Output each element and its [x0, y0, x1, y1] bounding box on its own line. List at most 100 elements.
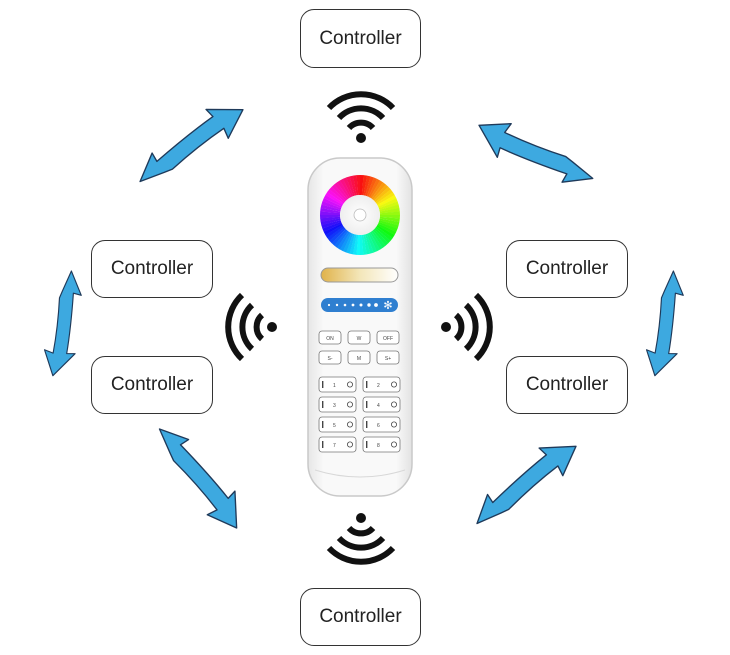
color-wheel-segment	[368, 178, 381, 198]
color-wheel-segment	[379, 218, 400, 226]
color-wheel-segment	[376, 192, 395, 206]
remote-button-speed-up-label: S+	[385, 356, 391, 362]
color-wheel-segment	[359, 234, 364, 255]
brightness-slider-icon[interactable]: ✻	[321, 298, 398, 312]
zone-button-label: 7	[333, 443, 336, 449]
remote-button-off-label: OFF	[383, 336, 393, 342]
zone-button-label: 4	[377, 403, 380, 409]
zone-button-label: 1	[333, 383, 336, 389]
wifi-signal-icon	[225, 292, 277, 362]
color-wheel-segment	[368, 232, 380, 252]
color-wheel-segment	[379, 216, 400, 223]
color-wheel-segment	[356, 175, 361, 196]
color-wheel-segment	[375, 189, 393, 204]
color-wheel-segment	[356, 234, 360, 255]
remote-button-off[interactable]	[376, 330, 400, 345]
zone-button[interactable]: 4	[362, 396, 401, 413]
color-wheel-segment	[323, 194, 343, 207]
color-wheel-segment	[327, 226, 345, 241]
color-wheel-segment	[365, 176, 374, 197]
color-wheel-segment	[321, 201, 342, 210]
zone-button[interactable]: 7	[318, 436, 357, 453]
controller-bottom[interactable]: Controller	[300, 588, 421, 646]
color-wheel-segment	[322, 221, 342, 232]
remote-button-speed-up[interactable]	[376, 350, 400, 365]
remote-row-2: S- M S+	[318, 350, 400, 365]
double-arrow-icon	[478, 99, 594, 204]
remote-button-w-label: W	[357, 336, 362, 342]
color-wheel-segment	[363, 175, 371, 196]
zone-button-label: 5	[333, 423, 336, 429]
zone-button[interactable]: 2	[362, 376, 401, 393]
controller-label: Controller	[110, 374, 194, 395]
color-wheel-segment	[366, 177, 378, 197]
wifi-signal-icon	[326, 513, 396, 565]
color-wheel-segment	[379, 211, 400, 216]
remote-button-speed-down[interactable]	[318, 350, 342, 365]
remote-button-on-label: ON	[326, 336, 334, 342]
color-wheel-segment	[360, 175, 364, 196]
double-arrow-icon	[476, 428, 577, 541]
remote-button-mode-label: M	[357, 356, 361, 362]
color-wheel-segment	[322, 197, 342, 209]
svg-text:✻: ✻	[383, 299, 392, 312]
controller-left-lower[interactable]: Controller	[91, 356, 213, 414]
color-wheel-segment	[374, 186, 391, 203]
color-wheel-segment	[361, 175, 368, 196]
color-wheel-segment	[379, 215, 400, 219]
controller-right-upper[interactable]: Controller	[506, 240, 628, 298]
color-wheel-segment	[376, 225, 395, 239]
color-wheel-segment	[340, 178, 352, 198]
color-wheel-segment	[377, 195, 397, 207]
zone-button-label: 6	[377, 423, 380, 429]
color-wheel-segment	[320, 207, 341, 214]
double-arrow-icon	[11, 270, 113, 377]
color-wheel-segment	[365, 233, 374, 254]
color-wheel-segment	[352, 234, 359, 255]
double-arrow-icon	[613, 270, 715, 377]
controller-top[interactable]: Controller	[300, 9, 421, 68]
remote-button-on[interactable]	[318, 330, 342, 345]
zone-button[interactable]: 3	[318, 396, 357, 413]
zone-button[interactable]: 6	[362, 416, 401, 433]
double-arrow-icon	[139, 88, 244, 204]
zone-button[interactable]: 8	[362, 436, 401, 453]
color-wheel-segment	[346, 233, 355, 254]
color-wheel-segment	[349, 234, 357, 255]
color-wheel-segment	[378, 201, 399, 210]
color-wheel-segment	[378, 221, 398, 233]
color-wheel-segment	[320, 204, 341, 212]
color-wheel-segment	[343, 177, 354, 197]
color-wheel-segment	[377, 223, 397, 236]
remote-button-w[interactable]	[347, 330, 371, 345]
color-wheel-segment	[366, 233, 377, 253]
color-wheel-segment	[342, 233, 354, 253]
controller-label: Controller	[525, 258, 609, 279]
color-wheel-segment	[331, 229, 348, 246]
color-wheel-segment	[321, 220, 342, 229]
remote-zone-buttons: 1 2 3 4	[318, 376, 401, 453]
color-wheel-segment	[378, 220, 399, 229]
zone-button[interactable]: 1	[318, 376, 357, 393]
color-wheel-segment	[336, 231, 350, 250]
color-wheel-segment	[320, 214, 341, 219]
zone-button[interactable]: 5	[318, 416, 357, 433]
color-wheel-segment	[327, 189, 345, 204]
color-wheel-segment	[363, 234, 371, 255]
controller-left-upper[interactable]: Controller	[91, 240, 213, 298]
color-wheel-segment	[320, 218, 341, 226]
controller-right-lower[interactable]: Controller	[506, 356, 628, 414]
color-wheel-icon[interactable]	[320, 175, 400, 255]
color-wheel-segment	[323, 223, 343, 235]
color-wheel-segment	[372, 184, 389, 201]
white-temperature-slider[interactable]	[320, 267, 399, 283]
color-wheel-segment	[337, 180, 351, 199]
color-wheel-segment	[375, 226, 393, 241]
color-wheel-segment	[371, 230, 386, 248]
controller-label: Controller	[110, 258, 194, 279]
color-wheel-segment	[369, 231, 383, 250]
color-wheel-segment	[372, 229, 389, 246]
zone-button-label: 8	[377, 443, 380, 449]
remote-button-mode[interactable]	[347, 350, 371, 365]
